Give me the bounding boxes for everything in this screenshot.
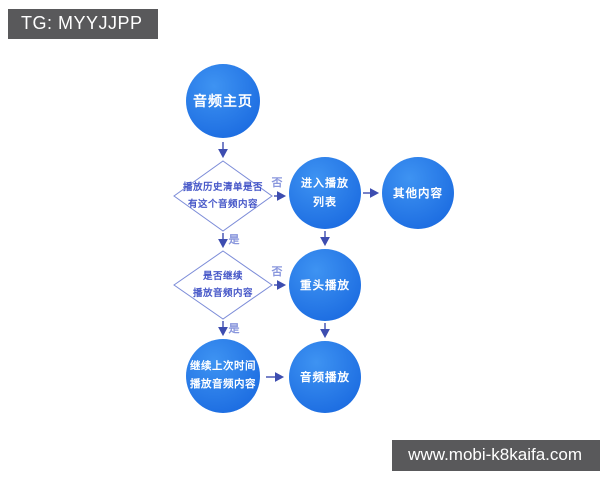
node-continue-last-time xyxy=(186,339,260,413)
decision-history-check xyxy=(173,160,273,232)
telegram-watermark-badge: TG: MYYJJPP xyxy=(8,9,158,39)
node-other-content xyxy=(382,157,454,229)
node-replay xyxy=(289,249,361,321)
node-audio-play xyxy=(289,341,361,413)
node-enter-playlist xyxy=(289,157,361,229)
node-audio-home xyxy=(186,64,260,138)
decision-continue-check xyxy=(173,250,273,320)
website-watermark-badge: www.mobi-k8kaifa.com xyxy=(392,440,600,471)
